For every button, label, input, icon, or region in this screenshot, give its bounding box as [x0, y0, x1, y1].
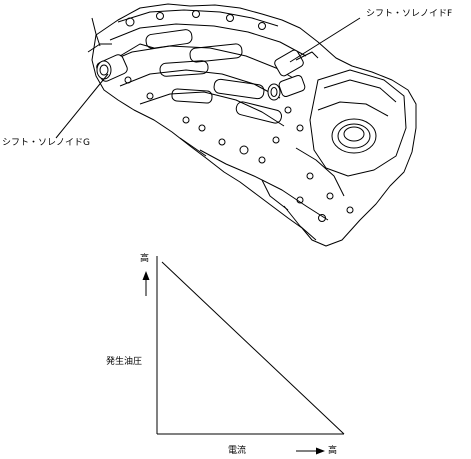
- y-axis-high-arrow: [142, 271, 150, 296]
- leader-line-solenoid-g: [55, 73, 109, 139]
- x-axis-high-arrow: [296, 447, 325, 455]
- valve-body-illustration: [87, 3, 417, 247]
- x-axis-label: 電流: [228, 446, 247, 456]
- chart: [142, 256, 345, 455]
- x-axis-high-label: 高: [328, 446, 338, 456]
- leader-line-solenoid-f: [289, 17, 361, 63]
- shift-solenoid-f-part: [267, 49, 319, 101]
- label-shift-solenoid-g: シフト・ソレノイドG: [2, 138, 90, 148]
- chart-series-line: [161, 261, 345, 435]
- y-axis-label: 発生油圧: [106, 357, 143, 367]
- label-shift-solenoid-f: シフト・ソレノイドF: [366, 9, 453, 19]
- y-axis-high-label: 高: [140, 254, 150, 264]
